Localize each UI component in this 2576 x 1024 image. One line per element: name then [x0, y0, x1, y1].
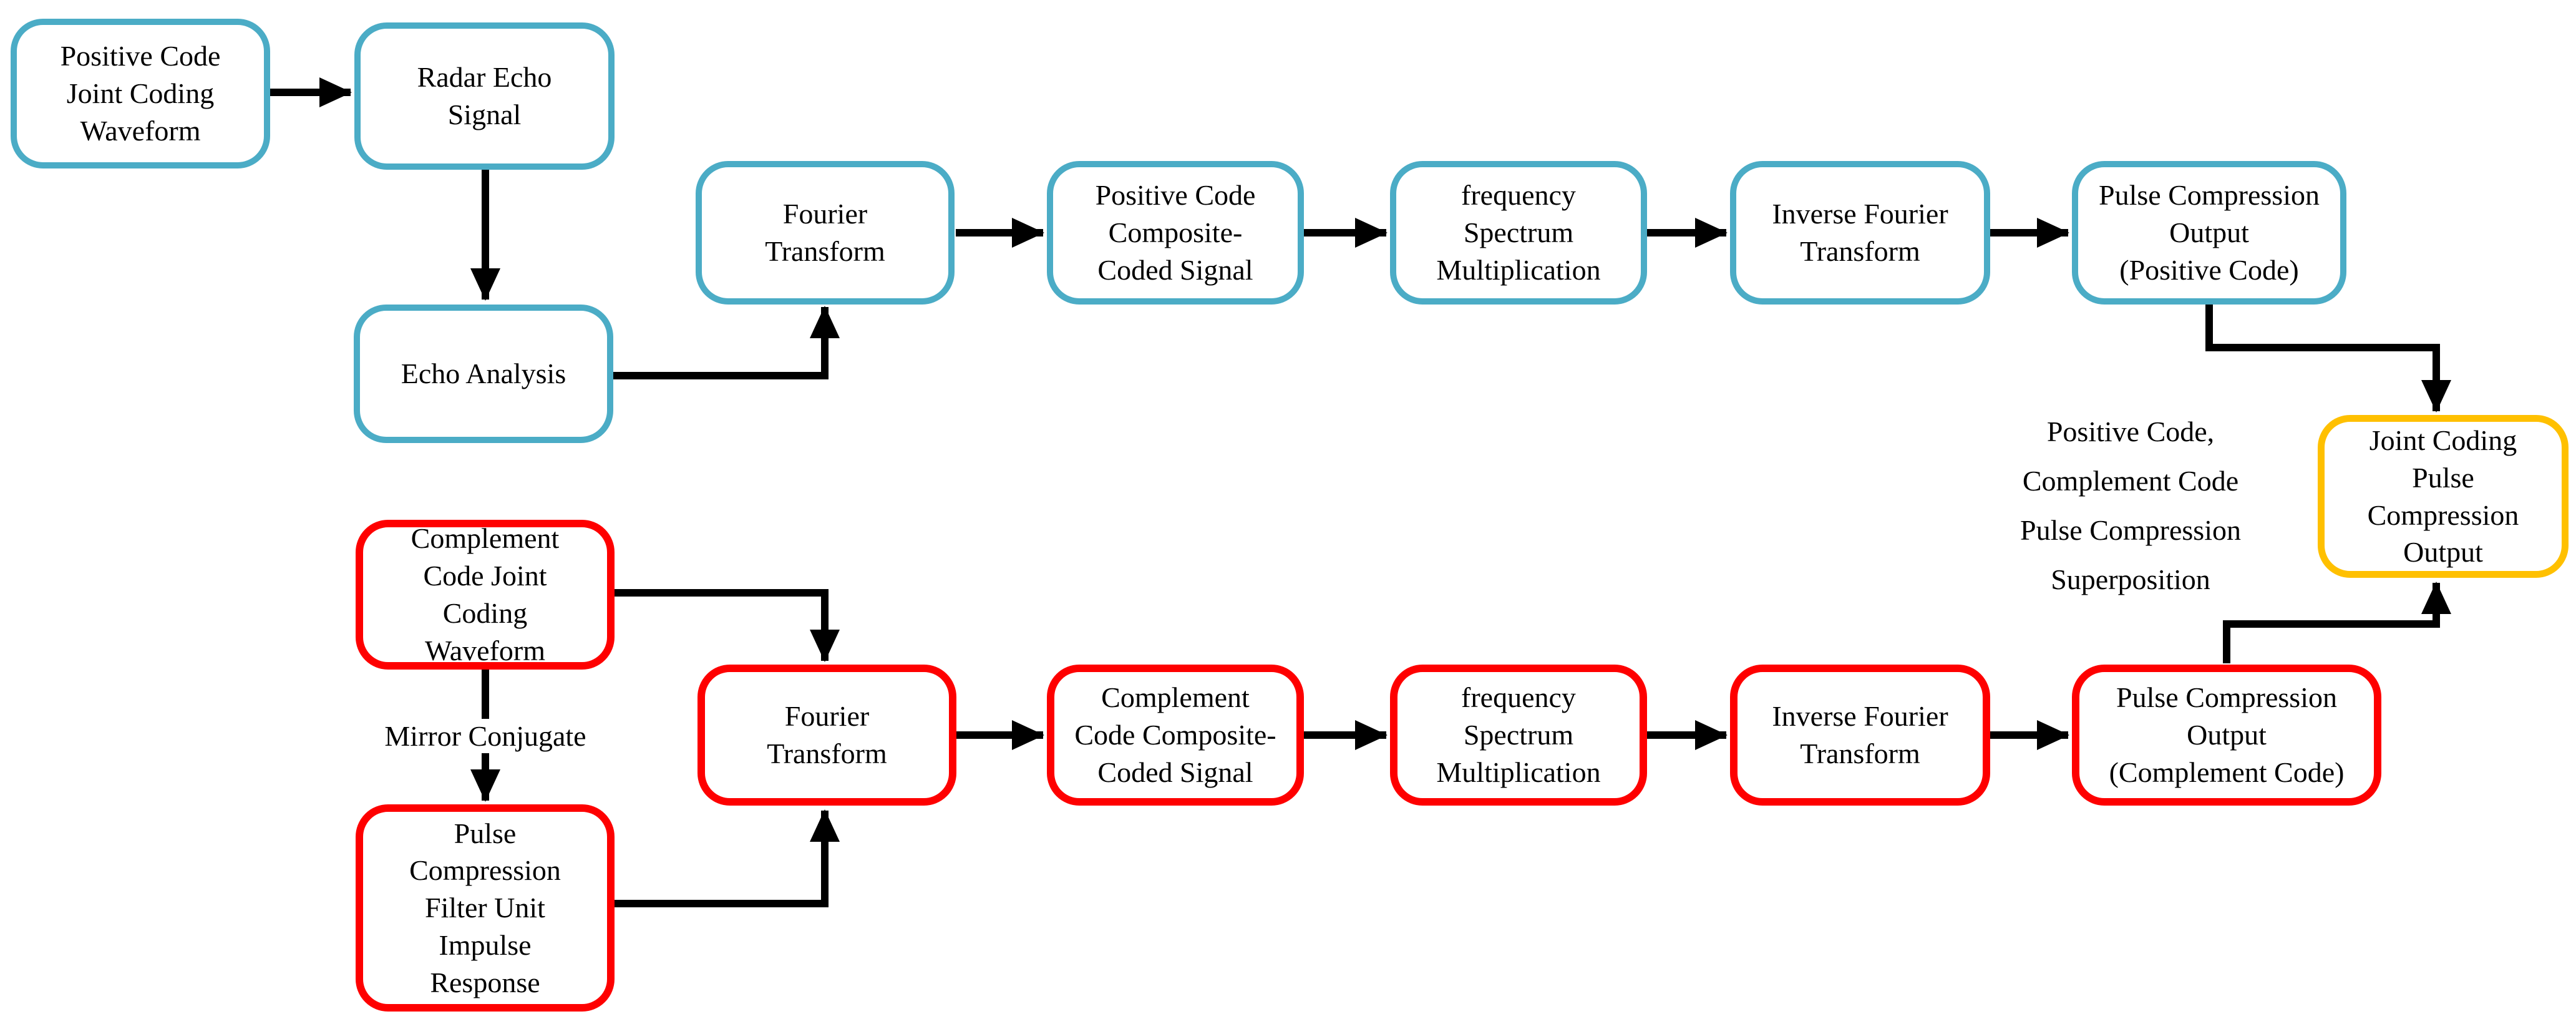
node-label: Echo Analysis — [401, 358, 566, 390]
node-label: Complement Code Composite- Coded Signal — [1074, 681, 1276, 788]
node-label: Inverse Fourier Transform — [1772, 700, 1948, 769]
node-inverse-fourier-transform-complement: Inverse Fourier Transform — [1730, 665, 1990, 806]
node-label: Positive Code Joint Coding Waveform — [60, 40, 221, 147]
node-positive-code-composite-coded-signal: Positive Code Composite- Coded Signal — [1047, 161, 1304, 305]
node-joint-coding-pulse-compression-output: Joint Coding Pulse Compression Output — [2318, 415, 2569, 578]
node-fourier-transform-complement: Fourier Transform — [697, 665, 956, 806]
node-pulse-compression-output-complement: Pulse Compression Output (Complement Cod… — [2072, 665, 2381, 806]
arrow-complement-waveform-to-fourier — [615, 589, 840, 662]
arrow-echo-analysis-to-fourier-positive — [613, 306, 840, 379]
node-positive-code-joint-coding-waveform: Positive Code Joint Coding Waveform — [11, 19, 270, 168]
node-echo-analysis: Echo Analysis — [354, 305, 613, 443]
node-label: Positive Code Composite- Coded Signal — [1095, 179, 1256, 286]
node-label: Complement Code Joint Coding Waveform — [411, 522, 560, 666]
node-complement-code-composite-coded-signal: Complement Code Composite- Coded Signal — [1047, 665, 1304, 806]
superposition-note: Positive Code, Complement Code Pulse Com… — [2020, 416, 2241, 596]
node-pulse-compression-output-positive: Pulse Compression Output (Positive Code) — [2072, 161, 2346, 305]
node-label: Joint Coding Pulse Compression Output — [2367, 424, 2519, 568]
node-frequency-spectrum-multiplication-positive: frequency Spectrum Multiplication — [1390, 161, 1647, 305]
node-label: frequency Spectrum Multiplication — [1436, 179, 1601, 286]
node-complement-code-joint-coding-waveform: Complement Code Joint Coding Waveform — [356, 520, 615, 670]
arrow-filter-response-to-fourier-complement — [615, 809, 840, 907]
node-label: Radar Echo Signal — [417, 61, 552, 130]
node-label: Fourier Transform — [767, 700, 887, 769]
node-label: Pulse Compression Output (Positive Code) — [2099, 179, 2320, 286]
node-fourier-transform-positive: Fourier Transform — [696, 161, 955, 305]
node-pulse-compression-filter-unit-impulse-response: Pulse Compression Filter Unit Impulse Re… — [356, 804, 615, 1012]
node-label: Pulse Compression Output (Complement Cod… — [2109, 681, 2345, 788]
node-radar-echo-signal: Radar Echo Signal — [354, 22, 615, 170]
node-label: Fourier Transform — [765, 198, 885, 267]
node-label: Inverse Fourier Transform — [1772, 198, 1948, 267]
node-inverse-fourier-transform-positive: Inverse Fourier Transform — [1730, 161, 1990, 305]
arrow-output-positive-to-joint-output — [2205, 305, 2451, 412]
node-frequency-spectrum-multiplication-complement: frequency Spectrum Multiplication — [1390, 665, 1647, 806]
mirror-conjugate-label: Mirror Conjugate — [378, 719, 593, 754]
node-label: frequency Spectrum Multiplication — [1436, 681, 1601, 788]
node-label: Pulse Compression Filter Unit Impulse Re… — [409, 817, 561, 998]
arrow-output-complement-to-joint-output — [2223, 582, 2451, 663]
